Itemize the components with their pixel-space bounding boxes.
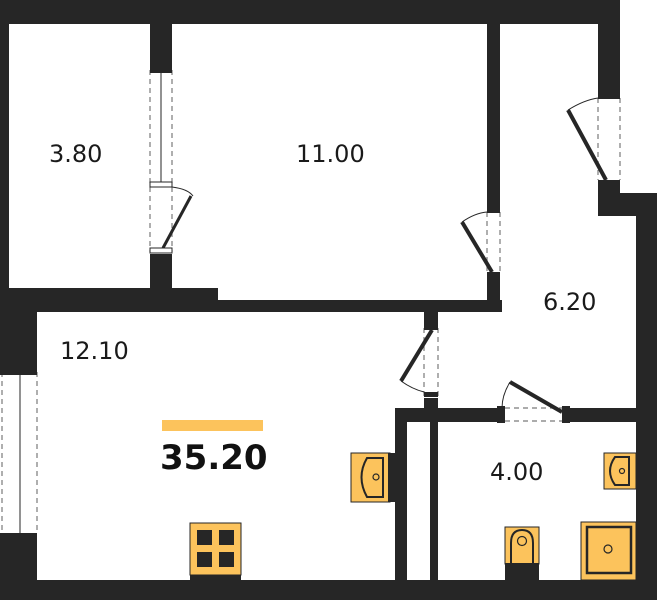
balcony-door bbox=[149, 68, 194, 254]
room-area-bathroom: 4.00 bbox=[490, 458, 544, 486]
total-area-accent-bar bbox=[162, 420, 263, 431]
stove-icon bbox=[189, 522, 242, 580]
room-area-balcony: 3.80 bbox=[49, 140, 103, 168]
bathroom-sink-icon bbox=[603, 452, 637, 490]
room-area-kitchen-living: 12.10 bbox=[60, 337, 129, 365]
living-window bbox=[0, 370, 38, 538]
shower-tray-icon bbox=[580, 521, 637, 581]
room-area-hallway: 6.20 bbox=[543, 288, 597, 316]
toilet-icon bbox=[504, 526, 540, 581]
living-door bbox=[399, 325, 439, 397]
room-area-room: 11.00 bbox=[296, 140, 365, 168]
entrance-door bbox=[566, 94, 621, 185]
kitchen-sink-icon bbox=[350, 452, 395, 503]
total-area: 35.20 bbox=[160, 438, 268, 478]
room-door bbox=[460, 208, 501, 277]
bathroom-door bbox=[497, 380, 570, 423]
